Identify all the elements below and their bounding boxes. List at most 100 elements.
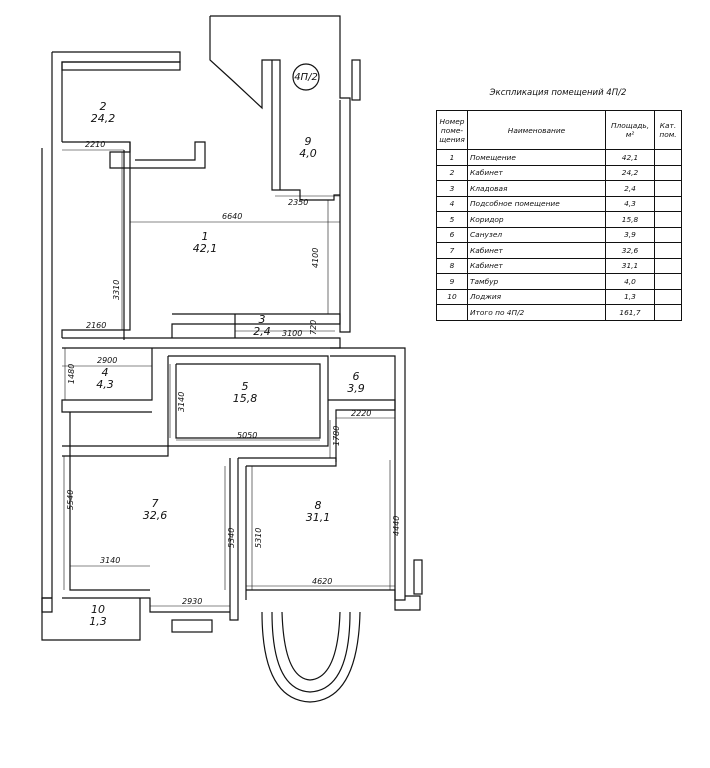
outer-wall-top-left xyxy=(52,51,181,142)
header-number: Номер поме-щения xyxy=(436,110,468,150)
wall-room1-top xyxy=(62,141,131,169)
cell-number xyxy=(436,304,468,321)
cell-number: 3 xyxy=(436,180,468,197)
cell-name: Помещение xyxy=(467,149,606,166)
dimension-label: 2930 xyxy=(182,597,202,606)
cell-number: 2 xyxy=(436,164,468,181)
wall-corridor-top xyxy=(61,348,153,413)
room-1-number: 1 xyxy=(202,230,209,243)
dimension-label: 4620 xyxy=(312,577,332,586)
cell-name: Санузел xyxy=(467,226,606,243)
cell-name: Кабинет xyxy=(467,257,606,274)
room-2-number: 2 xyxy=(100,100,107,113)
dimension-label: 2210 xyxy=(85,140,105,149)
dimension-label: 3100 xyxy=(282,329,302,338)
room-1-area: 42,1 xyxy=(193,242,218,255)
dimension-label: 2220 xyxy=(351,409,371,418)
cell-area: 4,3 xyxy=(605,195,655,212)
cell-category xyxy=(654,288,682,305)
dimension-label: 2350 xyxy=(288,198,308,207)
dimension-label: 1480 xyxy=(67,364,76,384)
room-4-number: 4 xyxy=(102,366,109,379)
cell-number: 4 xyxy=(436,195,468,212)
dimension-label: 5340 xyxy=(227,528,236,548)
room-labels: 1 42,1 2 24,2 3 2,4 4 4,3 5 15,8 6 3,9 7… xyxy=(89,72,365,628)
cell-number: 9 xyxy=(436,273,468,290)
room-3-number: 3 xyxy=(259,313,266,326)
room-2-area: 24,2 xyxy=(91,112,116,125)
wall-corridor-inner xyxy=(175,363,321,439)
wall-room7-8 xyxy=(229,458,239,621)
room-5-number: 5 xyxy=(242,380,249,393)
wall-room7-8-top xyxy=(238,457,337,467)
cell-area: 24,2 xyxy=(605,164,655,181)
wall-sanuzel xyxy=(328,399,396,462)
explication-table: Номер поме-щения Наименование Площадь, м… xyxy=(436,110,682,321)
cell-number: 5 xyxy=(436,211,468,228)
cell-area: 3,9 xyxy=(605,226,655,243)
room-7-area: 32,6 xyxy=(143,509,168,522)
window xyxy=(61,61,181,71)
cell-name: Коридор xyxy=(467,211,606,228)
cell-area: 32,6 xyxy=(605,242,655,259)
room-3-area: 2,4 xyxy=(253,325,271,338)
outer-wall-left xyxy=(41,148,52,599)
dimension-label: 3310 xyxy=(112,280,121,300)
cell-category xyxy=(654,195,682,212)
cell-number: 7 xyxy=(436,242,468,259)
plate-label: 4П/2 xyxy=(294,72,318,83)
bay-window-mid xyxy=(281,611,341,681)
wall-room7-top xyxy=(62,445,169,457)
window xyxy=(171,619,213,633)
cell-category xyxy=(654,304,682,321)
dimension-label: 2900 xyxy=(97,356,117,365)
cell-area: 15,8 xyxy=(605,211,655,228)
cell-category xyxy=(654,164,682,181)
wall-right-upper xyxy=(330,347,406,601)
room-9-number: 9 xyxy=(305,135,312,148)
cell-name: Лоджия xyxy=(467,288,606,305)
dimension-label: 5540 xyxy=(66,490,75,510)
outer-wall xyxy=(41,52,53,613)
cell-name: Подсобное помещение xyxy=(467,195,606,212)
wall-room7-inner xyxy=(69,412,150,591)
cell-number: 10 xyxy=(436,288,468,305)
cell-category xyxy=(654,180,682,197)
cell-area: 42,1 xyxy=(605,149,655,166)
bay-window xyxy=(261,611,361,703)
room-6-number: 6 xyxy=(353,370,360,383)
wall-middle xyxy=(62,337,341,349)
cell-total-area: 161,7 xyxy=(605,304,655,321)
cell-number: 1 xyxy=(436,149,468,166)
dimension-label: 3140 xyxy=(100,556,120,565)
room-10-area: 1,3 xyxy=(89,615,107,628)
cell-category xyxy=(654,273,682,290)
wall-storage xyxy=(171,313,341,338)
room-7-number: 7 xyxy=(152,497,159,510)
dimension-labels: 2210 6640 2350 4100 3310 2160 3100 720 2… xyxy=(66,140,401,606)
cell-area: 31,1 xyxy=(605,257,655,274)
cell-total-name: Итого по 4П/2 xyxy=(467,304,606,321)
plate-circle xyxy=(292,63,320,91)
wall-tambour-inner xyxy=(271,60,340,201)
wall-room2-bottom xyxy=(130,141,206,169)
cell-area: 1,3 xyxy=(605,288,655,305)
dimension-label: 5050 xyxy=(237,431,257,440)
room-9-area: 4,0 xyxy=(299,147,317,160)
window xyxy=(413,559,423,595)
wall-loggia xyxy=(41,598,141,641)
dimension-label: 6640 xyxy=(222,212,242,221)
room-8-number: 8 xyxy=(315,499,322,512)
header-area: Площадь, м² xyxy=(605,110,655,150)
cell-category xyxy=(654,257,682,274)
